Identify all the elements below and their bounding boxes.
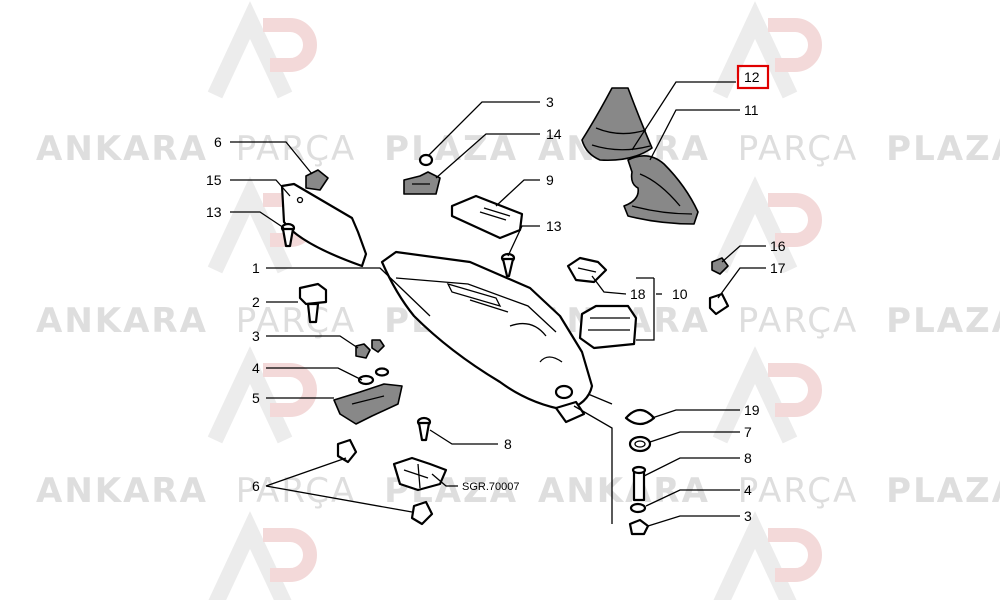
part-gear-surround[interactable] bbox=[623, 155, 699, 225]
watermark-logo bbox=[207, 346, 317, 444]
callout-6-left[interactable]: 6 bbox=[214, 134, 222, 150]
watermark-bold-1: ANKARA bbox=[538, 471, 710, 511]
part-cup-holder[interactable] bbox=[578, 304, 638, 350]
callout-3-top[interactable]: 3 bbox=[546, 94, 554, 110]
part-screw-8-mid[interactable] bbox=[416, 416, 432, 442]
watermark-text: ANKARA PARÇA PLAZA bbox=[36, 129, 518, 169]
part-side-trim[interactable] bbox=[280, 182, 368, 268]
part-tray-lid[interactable] bbox=[450, 194, 524, 240]
callout-18[interactable]: 18 bbox=[630, 286, 646, 302]
callout-6-bottom[interactable]: 6 bbox=[252, 478, 260, 494]
callout-2[interactable]: 2 bbox=[252, 294, 260, 310]
part-clip-16[interactable] bbox=[711, 257, 729, 275]
part-gear-boot[interactable] bbox=[581, 87, 653, 162]
watermark-light: PARÇA bbox=[738, 301, 859, 341]
watermark-light: PARÇA bbox=[236, 301, 357, 341]
watermark-logo bbox=[207, 1, 317, 99]
part-screw-mid[interactable] bbox=[500, 252, 516, 278]
callout-8-right[interactable]: 8 bbox=[744, 450, 752, 466]
watermark-bold-1: ANKARA bbox=[36, 129, 208, 169]
callout-13-mid[interactable]: 13 bbox=[546, 218, 562, 234]
watermark-logo bbox=[712, 176, 822, 274]
watermark-bold-2: PLAZA bbox=[886, 301, 1000, 341]
callout-4-left[interactable]: 4 bbox=[252, 360, 260, 376]
callout-3-left[interactable]: 3 bbox=[252, 328, 260, 344]
callouts-layer: 3 14 6 15 13 9 13 12 11 16 17 1 18 10 2 … bbox=[206, 64, 786, 524]
callout-10[interactable]: 10 bbox=[672, 286, 688, 302]
part-sgr-bracket[interactable] bbox=[392, 456, 448, 492]
callout-1[interactable]: 1 bbox=[252, 260, 260, 276]
part-washer-left[interactable] bbox=[357, 367, 390, 386]
leader-lines bbox=[230, 81, 766, 527]
watermark-bold-2: PLAZA bbox=[384, 129, 518, 169]
part-round-cap[interactable] bbox=[624, 408, 656, 426]
callout-16[interactable]: 16 bbox=[770, 238, 786, 254]
part-console-body[interactable] bbox=[380, 250, 594, 412]
part-nut-right[interactable] bbox=[628, 518, 650, 536]
callout-14[interactable]: 14 bbox=[546, 126, 562, 142]
callout-5[interactable]: 5 bbox=[252, 390, 260, 406]
callout-sgr[interactable]: SGR.70007 bbox=[462, 481, 519, 493]
part-screw-left[interactable] bbox=[280, 222, 296, 248]
watermark-text: ANKARA PARÇA PLAZA bbox=[36, 471, 518, 511]
callout-11[interactable]: 11 bbox=[744, 102, 759, 118]
callout-7[interactable]: 7 bbox=[744, 424, 752, 440]
part-cap-small[interactable] bbox=[418, 153, 434, 167]
callout-13-left[interactable]: 13 bbox=[206, 204, 222, 220]
callout-9[interactable]: 9 bbox=[546, 172, 554, 188]
watermark-logo bbox=[208, 511, 317, 600]
part-retainer-18[interactable] bbox=[566, 256, 608, 284]
part-washer-right[interactable] bbox=[629, 502, 647, 514]
part-clip-bracket[interactable] bbox=[403, 171, 441, 195]
part-bolt-8-right[interactable] bbox=[631, 465, 647, 502]
part-stud-bolt[interactable] bbox=[298, 282, 328, 324]
callout-19[interactable]: 19 bbox=[744, 402, 760, 418]
watermark-logo bbox=[712, 346, 822, 444]
part-nut-left[interactable] bbox=[355, 339, 385, 359]
callout-3-right[interactable]: 3 bbox=[744, 508, 752, 524]
callout-4-right[interactable]: 4 bbox=[744, 482, 752, 498]
watermark-logo bbox=[713, 511, 822, 600]
watermark-light: PARÇA bbox=[738, 129, 859, 169]
callout-17[interactable]: 17 bbox=[770, 260, 786, 276]
callout-12[interactable]: 12 bbox=[744, 69, 760, 85]
part-mount-bracket[interactable] bbox=[333, 383, 403, 425]
callout-15[interactable]: 15 bbox=[206, 172, 222, 188]
part-bumper-bottom[interactable] bbox=[336, 438, 434, 526]
part-bumper-left[interactable] bbox=[305, 169, 329, 191]
callout-8-mid[interactable]: 8 bbox=[504, 436, 512, 452]
watermark-light: PARÇA bbox=[738, 471, 859, 511]
watermark-text: ANKARA PARÇA PLAZA bbox=[538, 471, 1000, 511]
highlight-box-12 bbox=[736, 64, 770, 90]
watermark-logo bbox=[712, 1, 822, 99]
watermark-bold-1: ANKARA bbox=[36, 471, 208, 511]
watermark-bold-2: PLAZA bbox=[886, 471, 1000, 511]
parts-layer bbox=[280, 87, 730, 536]
part-grommet[interactable] bbox=[628, 435, 652, 453]
watermark-bold-2: PLAZA bbox=[886, 129, 1000, 169]
watermark-bold-1: ANKARA bbox=[36, 301, 208, 341]
watermark-light: PARÇA bbox=[236, 129, 357, 169]
